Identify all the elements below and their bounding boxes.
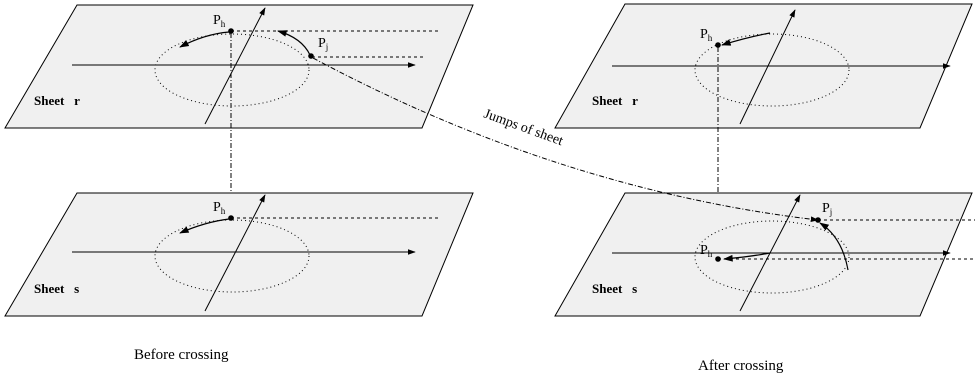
sheet-r-right: Ph Sheet r <box>554 3 973 129</box>
ph-label: Ph <box>700 243 713 259</box>
dotted-orbit <box>154 219 310 293</box>
arc-ph-arrow <box>723 252 771 262</box>
ph-label: Ph <box>213 200 226 216</box>
sheet-r-label: Sheet r <box>34 93 80 108</box>
dotted-orbit <box>694 220 850 294</box>
dotted-orbit <box>694 33 850 107</box>
jumps-of-sheet-label: Jumps of sheet <box>482 107 565 150</box>
plane-s-left <box>4 192 474 317</box>
arc-ph-arrow <box>721 32 771 46</box>
arc-ph-arrow <box>179 218 230 234</box>
before-crossing-caption: Before crossing <box>134 347 229 363</box>
vertical-axis <box>739 9 796 125</box>
vertical-axis <box>204 194 266 312</box>
arc-ph-arrow <box>179 31 230 48</box>
point-ph <box>715 256 721 262</box>
sheet-s-left: Ph Sheet s <box>4 192 474 317</box>
ph-label: Ph <box>700 27 713 43</box>
point-ph <box>228 215 234 221</box>
arc-pj-arrow <box>819 222 849 271</box>
sheet-s-label: Sheet s <box>592 281 637 296</box>
arc-pj-arrow <box>277 30 311 56</box>
sheet-s-right: Ph Pj Sheet s <box>554 192 975 317</box>
plane-r-left <box>4 4 474 129</box>
sheet-r-label: Sheet r <box>592 93 638 108</box>
dotted-orbit <box>154 33 310 107</box>
point-ph <box>715 42 721 48</box>
point-ph <box>228 28 234 34</box>
sheet-s-label: Sheet s <box>34 281 79 296</box>
jump-path <box>312 57 819 222</box>
sheet-r-left: Ph Pj Sheet r <box>4 4 474 129</box>
ph-label: Ph <box>213 13 226 29</box>
pj-label: Pj <box>318 36 328 52</box>
pj-label: Pj <box>822 201 832 217</box>
after-crossing-caption: After crossing <box>698 358 784 374</box>
point-pj <box>308 53 314 59</box>
